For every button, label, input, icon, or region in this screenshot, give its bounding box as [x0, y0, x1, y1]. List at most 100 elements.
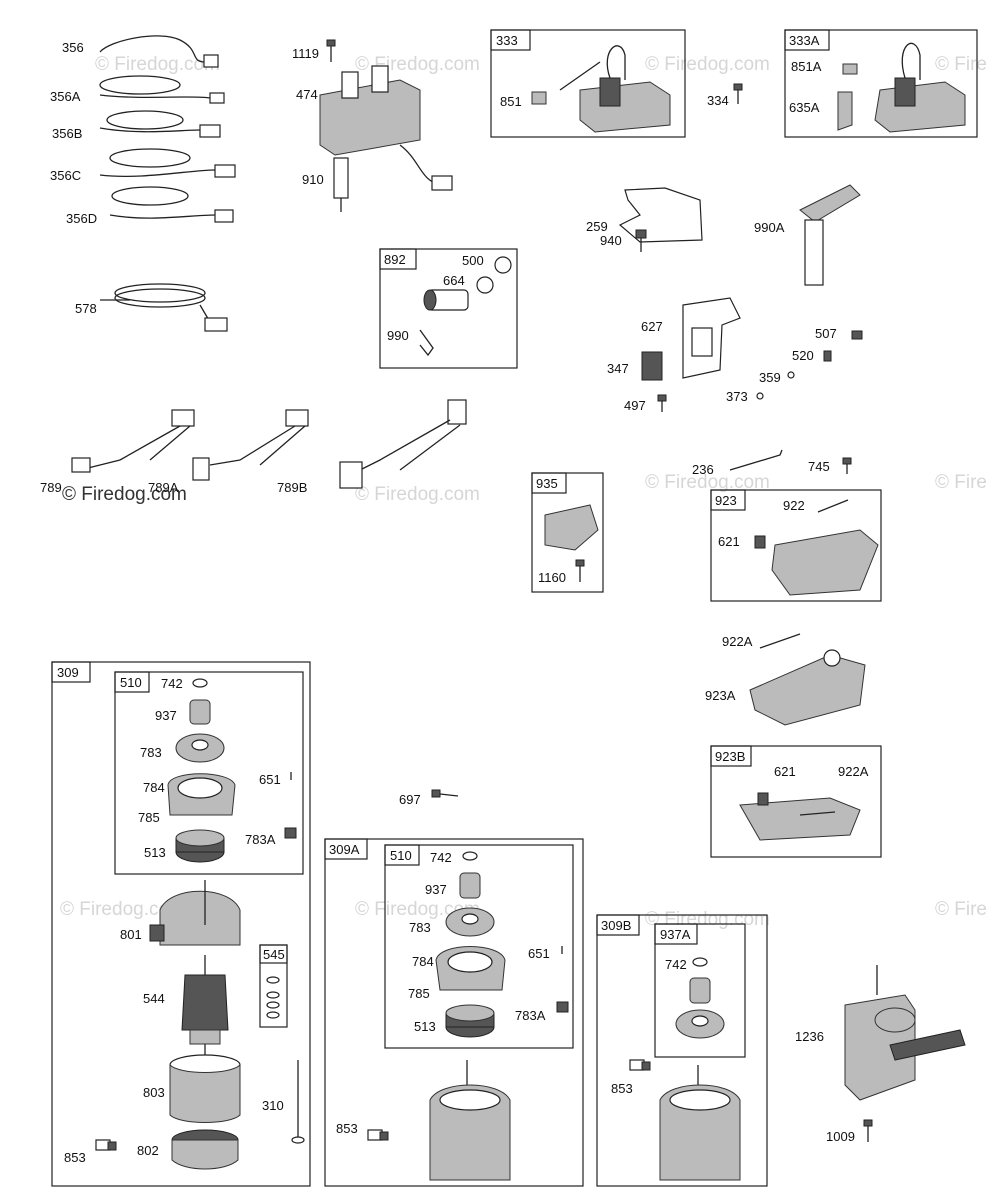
part-label-236: 236: [692, 462, 714, 477]
part-label-356: 356: [62, 40, 84, 55]
screw-497-icon: [657, 394, 667, 412]
part-label-310: 310: [262, 1098, 284, 1113]
screw-940-icon: [635, 229, 647, 252]
armature-474-icon: [319, 65, 453, 191]
part-label-745: 745: [808, 459, 830, 474]
screw-1119-icon: [326, 39, 336, 62]
watermark: © Firedog.com: [355, 899, 480, 920]
connector-icon: [203, 54, 219, 68]
plate-627-icon: [682, 297, 741, 379]
wire-356C-icon: [109, 148, 191, 168]
part-label-1119: 1119: [292, 46, 319, 61]
box-label-510-a: 510: [390, 848, 412, 863]
box-label-935: 935: [536, 476, 558, 491]
bolt-310-icon: [291, 1060, 305, 1144]
watermark: © Firedog.com: [95, 54, 220, 75]
harness-789B-icon: [339, 399, 467, 489]
part-label-990: 990: [387, 328, 409, 343]
part-label-801: 801: [120, 927, 142, 942]
box-923B: [710, 745, 882, 858]
part-label-259: 259: [586, 219, 608, 234]
box-510: [114, 671, 304, 875]
connector-853-c-icon: [629, 1059, 651, 1071]
starter-drive-510-icon: [167, 678, 297, 863]
wire-harness-356-group: [99, 35, 236, 223]
part-label-922A: 922A: [722, 634, 753, 649]
spring-922A-icon: [759, 633, 801, 649]
watermark: © Firedog.com: [645, 472, 770, 493]
bracket-935-icon: [544, 504, 599, 551]
part-label-923A: 923A: [705, 688, 736, 703]
spacer-910-icon: [333, 157, 349, 212]
wire-578-icon: [100, 283, 228, 332]
washers-545-icon: [266, 976, 280, 1019]
watermark: © Firedog.com: [60, 899, 185, 920]
drive-937A-icon: [675, 957, 725, 1039]
part-label-937: 937: [155, 708, 177, 723]
part-label-783A: 783A: [245, 832, 276, 847]
part-label-851: 851: [500, 94, 522, 109]
screw-1009-icon: [863, 1119, 873, 1142]
ignition-switch-990-icon: [419, 289, 469, 357]
box-label-309B: 309B: [601, 918, 631, 933]
part-label-1160: 1160: [538, 570, 566, 585]
wire-356B-icon: [106, 110, 184, 130]
starter-assembly-1236-icon: [844, 965, 966, 1101]
part-label-651: 651: [259, 772, 281, 787]
part-label-621-b: 621: [774, 764, 796, 779]
box-923: [710, 489, 882, 602]
box-label-510: 510: [120, 675, 142, 690]
part-label-544: 544: [143, 991, 165, 1006]
screw-1160-icon: [575, 559, 585, 582]
part-label-910: 910: [302, 172, 324, 187]
part-label-853: 853: [64, 1150, 86, 1165]
nut-664-icon: [476, 276, 494, 294]
governor-control-923B-icon: [739, 792, 861, 841]
starter-motor-309B-icon: [659, 1065, 741, 1181]
part-label-802: 802: [137, 1143, 159, 1158]
armature-544-icon: [181, 955, 229, 1055]
part-label-1236: 1236: [795, 1029, 824, 1044]
part-label-627: 627: [641, 319, 663, 334]
part-label-578: 578: [75, 301, 97, 316]
part-label-359: 359: [759, 370, 781, 385]
connector-853-b-icon: [367, 1129, 389, 1141]
switch-347-icon: [641, 351, 663, 381]
box-label-892: 892: [384, 252, 406, 267]
wire-356A-icon: [99, 75, 181, 95]
box-label-937A: 937A: [660, 927, 691, 942]
part-label-785: 785: [138, 810, 160, 825]
watermark-partial: © Fire: [935, 899, 987, 920]
part-label-356C: 356C: [50, 168, 81, 183]
part-label-334: 334: [707, 93, 729, 108]
watermark: © Firedog.com: [645, 54, 770, 75]
starter-motor-309A-icon: [429, 1060, 511, 1181]
link-236-icon: [729, 449, 783, 471]
part-label-785-b: 785: [408, 986, 430, 1001]
connector-853-icon: [95, 1139, 117, 1151]
frame-803-icon: [169, 1054, 241, 1123]
end-cap-802-icon: [171, 1129, 239, 1170]
part-label-356B: 356B: [52, 126, 82, 141]
box-309: [51, 661, 311, 1187]
governor-control-923-icon: [754, 499, 879, 596]
watermark: © Firedog.com: [645, 909, 770, 930]
part-label-347: 347: [607, 361, 629, 376]
part-label-742-c: 742: [665, 957, 687, 972]
part-label-373: 373: [726, 389, 748, 404]
part-label-697: 697: [399, 792, 421, 807]
box-label-923: 923: [715, 493, 737, 508]
washer-500-icon: [494, 256, 512, 274]
box-label-309A: 309A: [329, 842, 360, 857]
part-label-356D: 356D: [66, 211, 97, 226]
small-parts-507-520-359-373-icon: [756, 330, 863, 400]
ignition-coil-333-icon: [559, 45, 671, 133]
part-label-783-b: 783: [409, 920, 431, 935]
part-label-621: 621: [718, 534, 740, 549]
harness-789A-icon: [192, 409, 309, 481]
part-label-783: 783: [140, 745, 162, 760]
part-label-500: 500: [462, 253, 484, 268]
part-label-513-b: 513: [414, 1019, 436, 1034]
starter-drive-510-a-icon: [435, 851, 569, 1038]
part-label-789A: 789A: [148, 480, 179, 495]
